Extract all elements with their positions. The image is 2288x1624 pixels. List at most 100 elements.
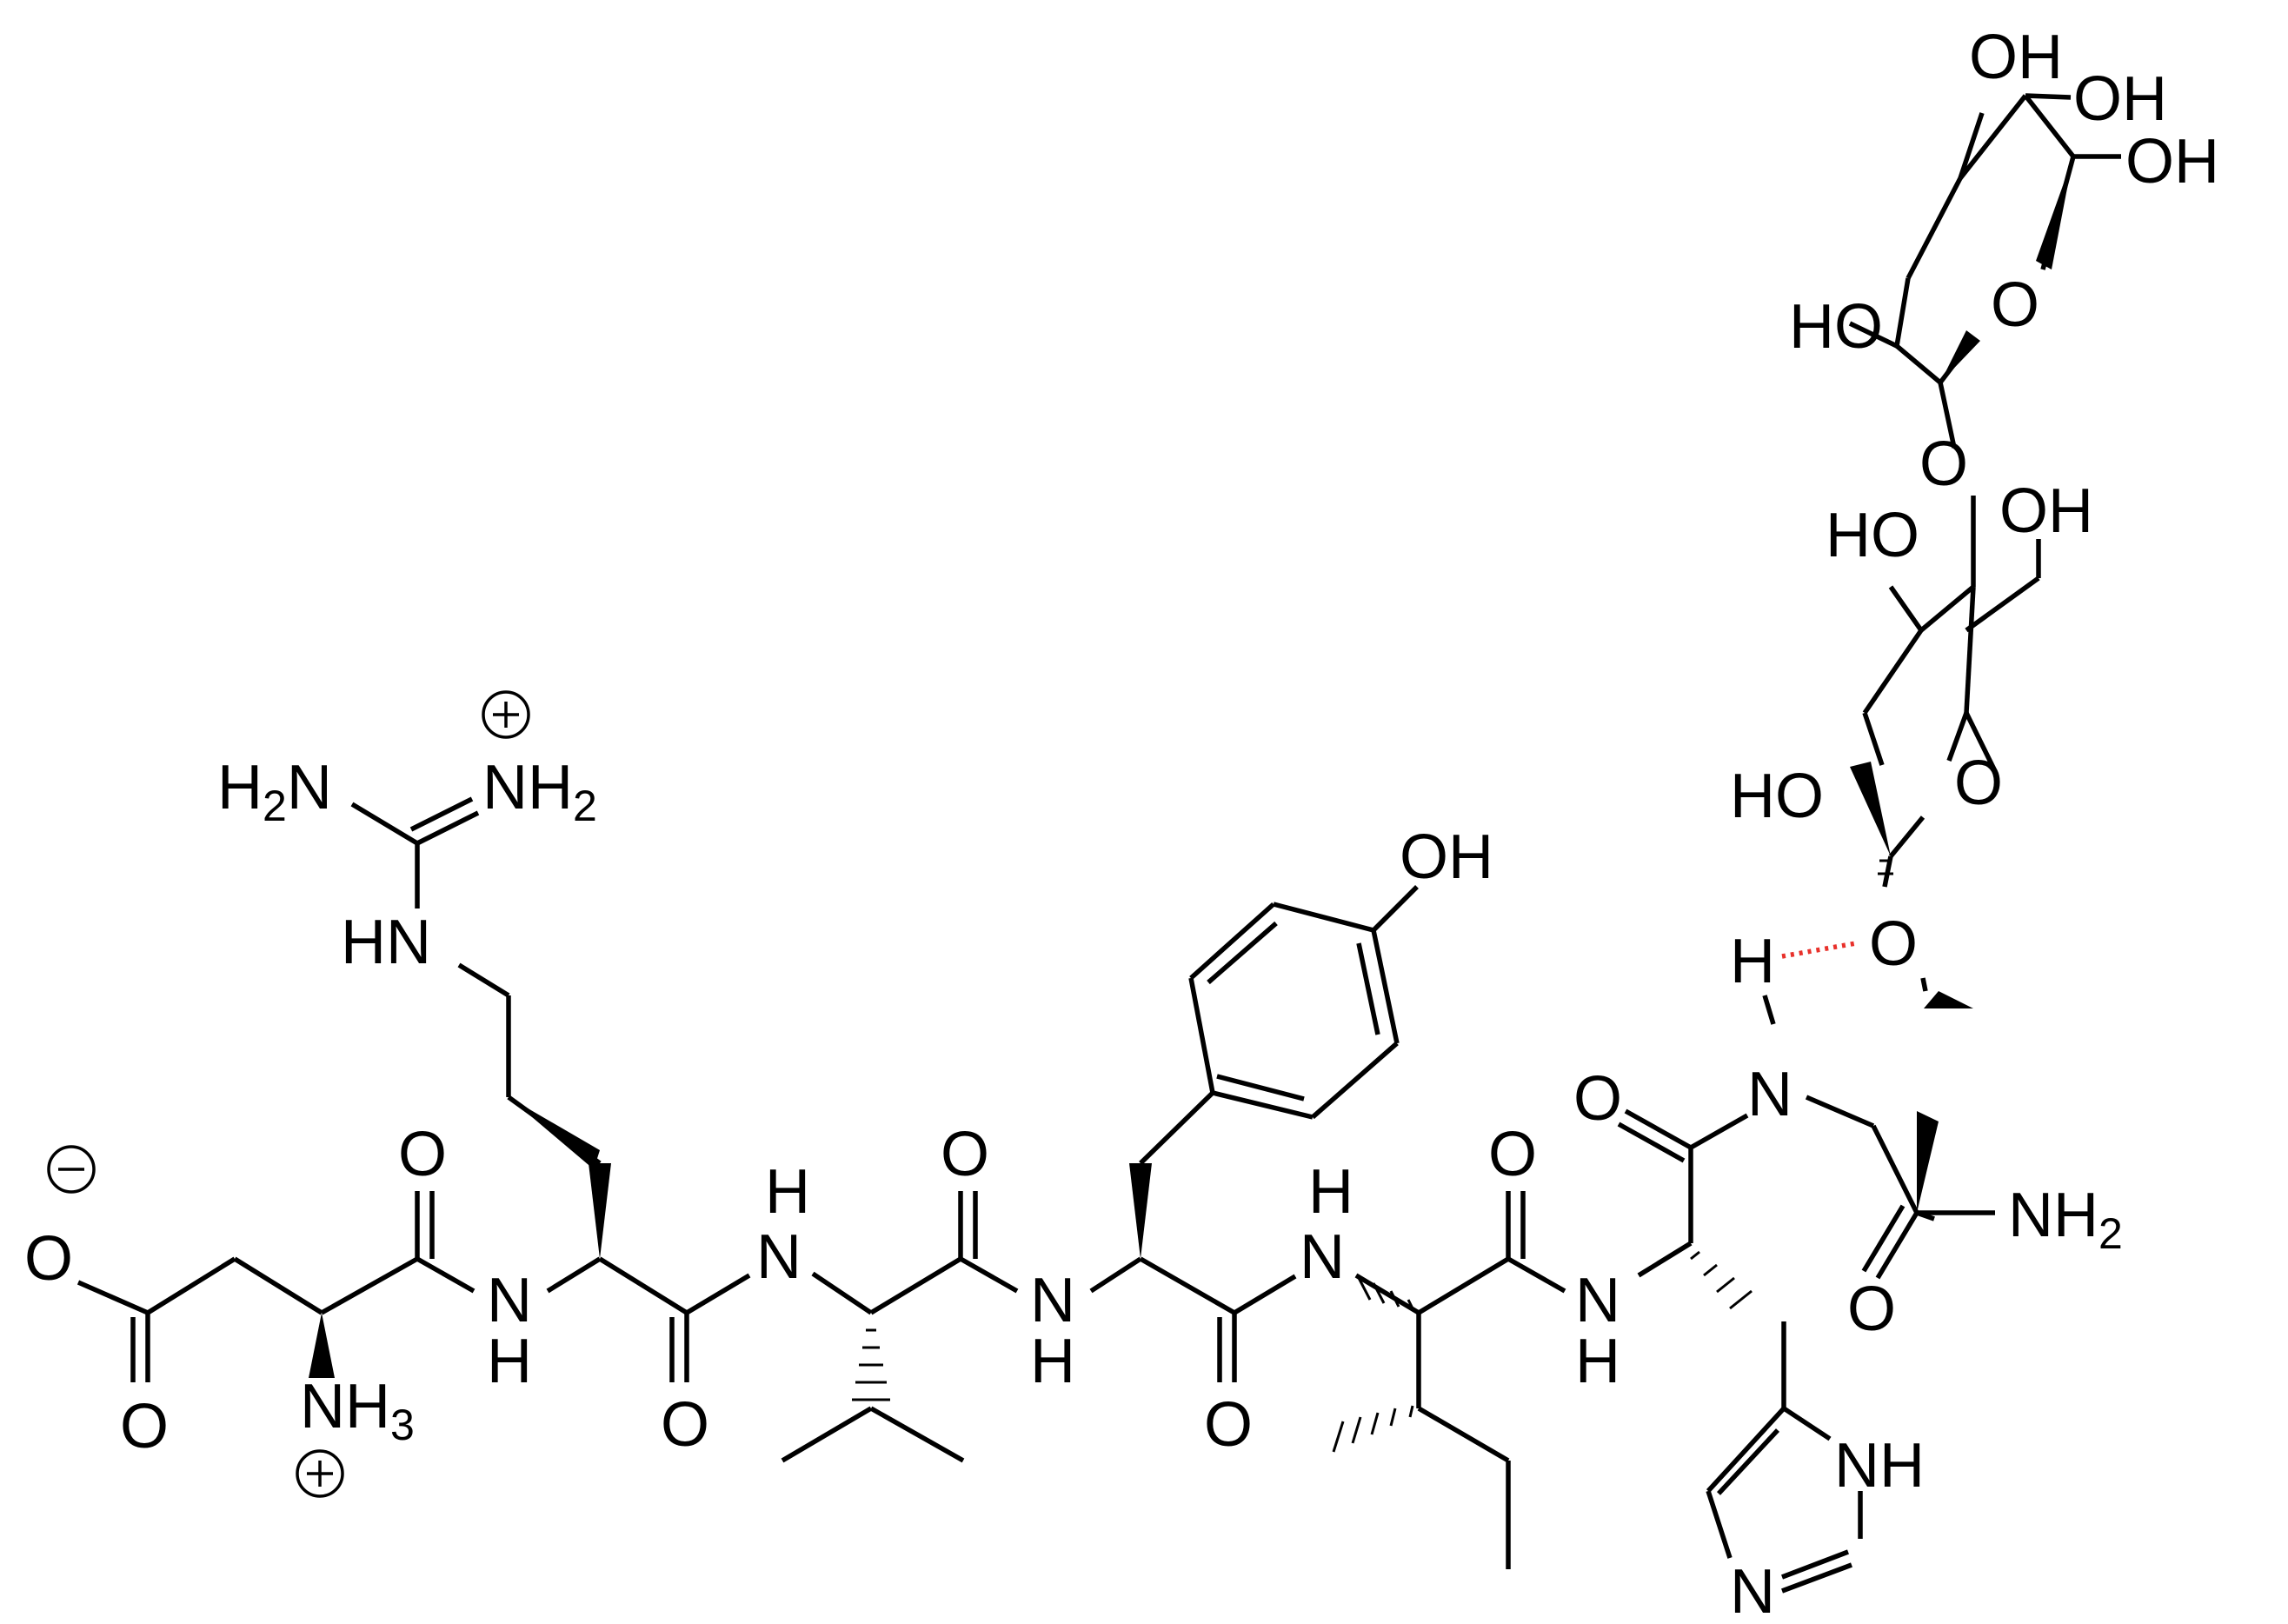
- atom-o-ser-glycosidic: O: [1869, 909, 1918, 979]
- bond: [1371, 929, 1400, 1044]
- bond: [1781, 1549, 1849, 1580]
- bond: [1965, 576, 2040, 633]
- atom-o-his: O: [1573, 1064, 1622, 1134]
- bond: [1782, 1406, 1832, 1441]
- atom-oh-sugar2-c6: OH: [2125, 127, 2219, 196]
- atom-ho-sugar1-c2: HO: [1730, 762, 1824, 831]
- atom-nh3: NH3: [300, 1372, 415, 1449]
- hash-bond: [852, 1328, 890, 1401]
- atom-o-sugar1-ring: O: [1954, 749, 2003, 818]
- atom-o-ile: O: [1488, 1120, 1537, 1189]
- bond: [1875, 1211, 1919, 1280]
- bond: [811, 1271, 873, 1315]
- bond: [2023, 94, 2076, 158]
- atom-h-arg-val: H: [765, 1157, 810, 1227]
- wedge-bond: [309, 1313, 335, 1378]
- bond: [1207, 921, 1278, 985]
- bond: [1805, 1095, 1875, 1128]
- atom-labels: O O NH3 O N H O HN H2N NH2 H N O N H O O…: [24, 23, 2219, 1624]
- wedge-bond: [1917, 1111, 1939, 1213]
- bond: [1689, 1113, 1749, 1150]
- atom-o-asp: O: [398, 1120, 447, 1189]
- bond: [1706, 1407, 1786, 1493]
- negative-charge-icon: [47, 1145, 96, 1194]
- bond: [1888, 815, 1926, 858]
- atom-oh-sugar1-c6: OH: [1999, 476, 2093, 546]
- bond: [781, 1406, 873, 1463]
- stereo-bonds: [309, 156, 2073, 1453]
- bond: [1417, 1406, 1510, 1463]
- bond: [1906, 176, 1963, 280]
- bond: [869, 1256, 962, 1315]
- bond: [1964, 586, 1976, 714]
- atom-o-val: O: [941, 1120, 989, 1189]
- bond: [1311, 1041, 1399, 1120]
- bond: [1964, 711, 1998, 773]
- bond: [320, 1256, 419, 1315]
- atom-oh-tyr: OH: [1400, 822, 1493, 892]
- bond: [1888, 585, 1924, 632]
- atom-o-glycosidic-link: O: [1919, 429, 1968, 499]
- atom-n-tyr-ile: N: [1300, 1222, 1345, 1292]
- bond: [146, 1256, 236, 1315]
- bond: [1417, 1256, 1510, 1315]
- bond: [1958, 112, 1985, 179]
- bond: [869, 1406, 965, 1463]
- bond: [1862, 629, 1924, 715]
- bond: [1848, 321, 1899, 349]
- bond: [1871, 1124, 1919, 1215]
- hash-bond: [1332, 1405, 1414, 1453]
- atom-nh2-guan: NH2: [482, 753, 597, 830]
- bond: [1946, 712, 1969, 762]
- atom-oh-sugar2-c3: OH: [1969, 23, 2063, 92]
- bond: [1781, 1562, 1852, 1594]
- hash-bond: [1878, 859, 1893, 875]
- bond: [1861, 1204, 1906, 1273]
- bond: [233, 1256, 323, 1315]
- atom-o-arg: O: [661, 1390, 709, 1460]
- wedge-bond: [1129, 1163, 1152, 1259]
- bond: [685, 1273, 751, 1315]
- atom-n-arg-val: N: [756, 1222, 801, 1292]
- bond: [1089, 1256, 1142, 1294]
- bond: [416, 1256, 476, 1294]
- bond: [1216, 1074, 1305, 1102]
- hydrogen-bond: [1781, 941, 1857, 959]
- bond: [1716, 1428, 1780, 1495]
- bond: [1762, 995, 1776, 1025]
- atom-n-asp-arg: N: [487, 1266, 532, 1335]
- atom-o-tyr: O: [1204, 1390, 1253, 1460]
- atom-h-tyr-ile: H: [1308, 1157, 1354, 1227]
- atom-h-val-tyr: H: [1030, 1327, 1075, 1396]
- bond: [1273, 902, 1374, 933]
- hash-bond: [1356, 1275, 1415, 1311]
- bond: [1624, 1108, 1693, 1150]
- atom-n-val-tyr: N: [1030, 1266, 1075, 1335]
- bond: [1356, 942, 1380, 1035]
- bond: [1212, 1090, 1314, 1120]
- atom-h-asp-arg: H: [487, 1327, 532, 1396]
- bond: [1188, 977, 1215, 1094]
- wedge-bond: [1924, 991, 1973, 1008]
- positive-charge-icon: [296, 1449, 344, 1498]
- bond: [1233, 1274, 1297, 1315]
- wedge-bond: [1850, 762, 1891, 856]
- bond: [1637, 1241, 1693, 1278]
- bond: [1617, 1121, 1686, 1163]
- atom-o-amide: O: [1847, 1275, 1896, 1344]
- bonds: [76, 93, 2121, 1594]
- positive-charge-icon: [482, 690, 530, 739]
- bond: [1919, 584, 1975, 633]
- atom-nh2-amide: NH2: [2008, 1181, 2123, 1258]
- atom-o-carboxyl: O: [120, 1392, 169, 1461]
- atom-o-sugar2-ring: O: [1991, 270, 2039, 340]
- bond: [1139, 1256, 1236, 1315]
- bond: [76, 1280, 150, 1315]
- atom-n-ile-his: N: [1575, 1266, 1620, 1335]
- bond: [546, 1256, 602, 1294]
- atom-n-ser: N: [1747, 1060, 1792, 1129]
- wedge-bond: [509, 1097, 600, 1169]
- bond: [1506, 1256, 1566, 1294]
- bond: [1894, 277, 1911, 347]
- bond: [457, 962, 510, 998]
